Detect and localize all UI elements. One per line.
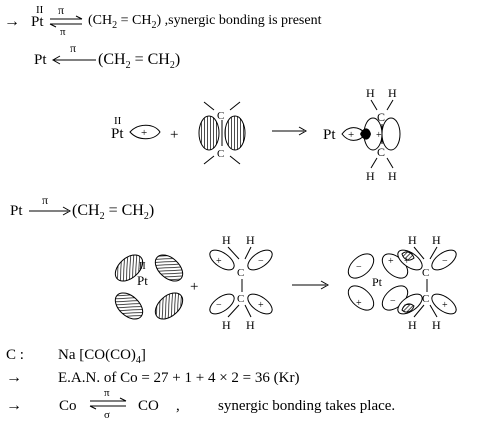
- svg-text:H: H: [408, 233, 417, 247]
- pt-ethylene-backbond-complex-icon: H H − + + − Pt + − C C − + H H: [347, 233, 457, 332]
- ligand-part: (CH: [98, 51, 126, 68]
- ean-calculation: E.A.N. of Co = 27 + 1 + 4 × 2 = 36 (Kr): [58, 370, 300, 386]
- ligand-part: = CH: [130, 51, 170, 68]
- svg-text:H: H: [432, 233, 441, 247]
- oxidation-state: II: [36, 4, 44, 16]
- svg-text:Pt: Pt: [372, 275, 383, 289]
- ethylene-pi-orbital-icon: C C: [198, 101, 246, 165]
- right-arrow-icon: [29, 206, 72, 216]
- svg-text:H: H: [432, 318, 441, 332]
- ligand-part: ): [148, 202, 155, 219]
- comment-text: synergic bonding takes place.: [218, 398, 396, 414]
- ligand-part: ): [156, 13, 162, 28]
- arrow-glyph: →: [4, 13, 20, 30]
- comma: ,: [176, 398, 180, 414]
- svg-text:−: −: [216, 300, 222, 311]
- ligand-subscript: 2: [112, 20, 118, 31]
- ligand-formula: (CH2 = CH2) ,synergic bonding is present: [88, 13, 322, 31]
- ligand-part: (CH: [72, 202, 100, 219]
- svg-text:−: −: [442, 256, 448, 267]
- comment-text: ,synergic bonding is present: [161, 13, 322, 28]
- svg-text:H: H: [366, 169, 375, 183]
- oxidation-state: II: [114, 115, 122, 127]
- svg-text:+: +: [388, 256, 394, 267]
- ligand-formula: (CH2 = CH2): [72, 202, 155, 222]
- carbon-label: C: [217, 148, 224, 160]
- svg-text:H: H: [388, 86, 397, 100]
- metal-symbol: Pt: [10, 203, 23, 219]
- svg-text:C: C: [377, 110, 385, 124]
- arrow-glyph: →: [6, 369, 22, 386]
- oxidation-state: II: [139, 261, 146, 272]
- ethylene-pi-star-orbital-icon: H H + − C C − + H H: [209, 233, 273, 332]
- svg-text:C: C: [237, 293, 244, 305]
- equilibrium-arrow-icon: [89, 397, 127, 410]
- svg-text:+: +: [348, 129, 354, 141]
- sigma-label: σ: [104, 409, 110, 421]
- svg-text:+: +: [356, 298, 362, 309]
- svg-text:C: C: [237, 267, 244, 279]
- svg-text:−: −: [390, 296, 396, 307]
- pi-label: π: [42, 193, 49, 207]
- metal-symbol: Co: [59, 398, 77, 414]
- metal-symbol: Pt: [137, 273, 148, 288]
- metal-symbol: Pt: [34, 52, 47, 68]
- ligand-subscript: 2: [151, 20, 157, 31]
- svg-text:H: H: [222, 233, 231, 247]
- reaction-arrow-icon: [272, 126, 308, 136]
- ligand-part: = CH: [104, 202, 144, 219]
- ligand-part: ): [174, 51, 181, 68]
- svg-text:+: +: [141, 127, 147, 139]
- svg-text:H: H: [222, 318, 231, 332]
- svg-text:H: H: [366, 86, 375, 100]
- svg-text:+: +: [404, 256, 410, 267]
- arrow-glyph: →: [6, 397, 22, 414]
- formula-part: Na [CO(CO): [58, 347, 136, 363]
- metal-symbol: Pt: [111, 126, 124, 142]
- metal-symbol: Pt: [323, 127, 336, 143]
- complex-formula: Na [CO(CO)4]: [58, 347, 146, 366]
- pi-label-bottom: π: [60, 26, 66, 38]
- reaction-arrow-icon: [292, 280, 330, 290]
- svg-text:−: −: [356, 262, 362, 273]
- svg-text:+: +: [376, 130, 382, 141]
- section-label: C :: [6, 347, 24, 363]
- equilibrium-arrow-icon: [49, 15, 83, 28]
- ligand-subscript: 2: [125, 60, 131, 71]
- svg-text:H: H: [408, 318, 417, 332]
- svg-text:H: H: [388, 169, 397, 183]
- metal-symbol: Pt: [31, 14, 44, 30]
- ligand-part: (CH: [88, 13, 113, 28]
- ligand-formula: (CH2 = CH2): [98, 51, 181, 71]
- svg-text:−: −: [404, 300, 410, 311]
- svg-text:H: H: [246, 233, 255, 247]
- svg-text:+: +: [216, 256, 222, 267]
- plus-sign: +: [190, 279, 199, 295]
- svg-text:C: C: [422, 293, 429, 305]
- plus-sign: +: [170, 127, 179, 143]
- ligand-subscript: 2: [143, 211, 149, 222]
- metal-empty-orbital-icon: +: [129, 124, 161, 140]
- svg-text:+: +: [442, 300, 448, 311]
- ligand-part: = CH: [117, 13, 152, 28]
- svg-text:C: C: [377, 145, 385, 159]
- ligand-subscript: 2: [169, 60, 175, 71]
- left-arrow-icon: [51, 55, 96, 65]
- pi-label: π: [70, 41, 77, 55]
- formula-part: ]: [140, 347, 146, 363]
- pi-label: π: [104, 387, 110, 399]
- pt-ethylene-sigma-complex-icon: H H C C H H + +: [341, 86, 401, 183]
- svg-text:−: −: [258, 256, 264, 267]
- ligand-symbol: CO: [138, 398, 159, 414]
- pt-d-orbital-icon: [114, 254, 184, 320]
- svg-text:H: H: [246, 318, 255, 332]
- formula-subscript: 4: [135, 355, 141, 366]
- svg-text:+: +: [258, 300, 264, 311]
- carbon-label: C: [217, 110, 224, 122]
- ligand-subscript: 2: [99, 211, 105, 222]
- svg-text:C: C: [422, 267, 429, 279]
- pi-label-top: π: [58, 3, 65, 17]
